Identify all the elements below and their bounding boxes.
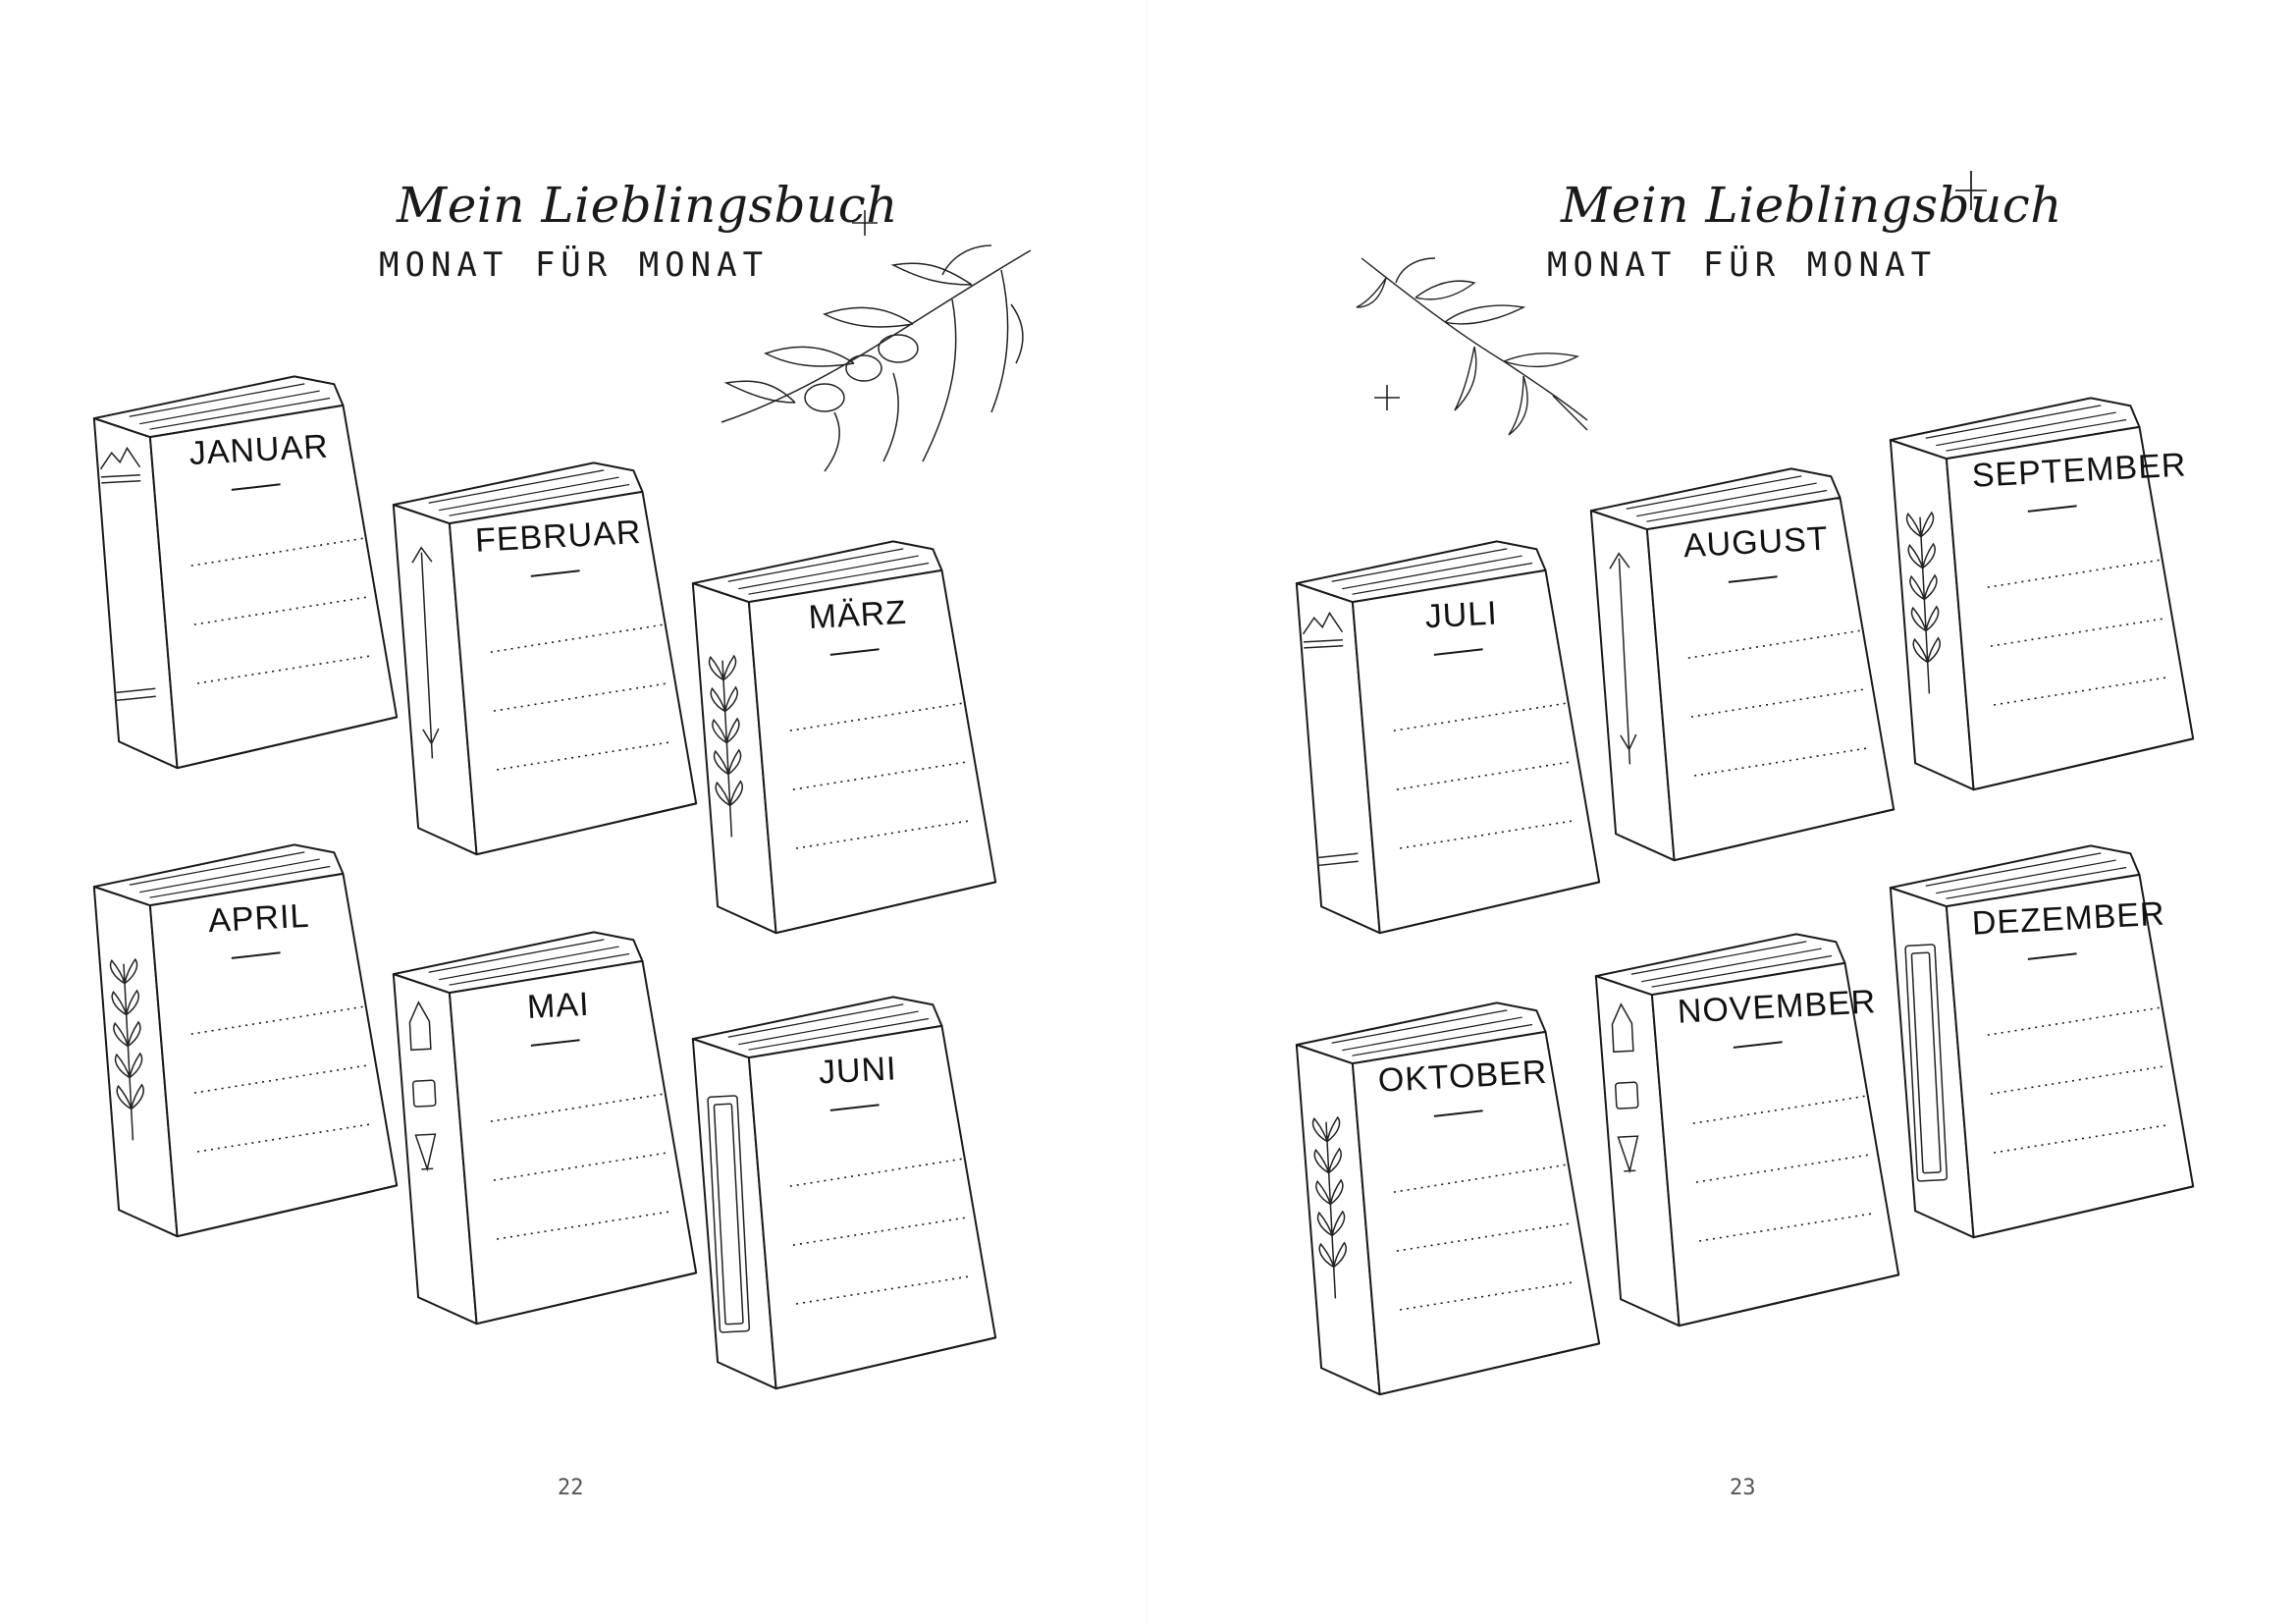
- book-card: APRIL: [88, 832, 413, 1240]
- book-icon: [1295, 540, 1601, 935]
- book-icon: [1594, 933, 1900, 1327]
- book-icon: [392, 931, 698, 1326]
- page-title-script: Mein Lieblingsbuch: [1561, 177, 2062, 234]
- leaf-spine-icon: [707, 1095, 751, 1333]
- book-card: MÄRZ: [687, 528, 1012, 937]
- leaf-spine-icon: [1904, 944, 1949, 1182]
- book-icon: [691, 540, 997, 935]
- book-card: MAI: [388, 919, 713, 1327]
- book-card: AUGUST: [1585, 456, 1910, 864]
- leaf-spine-icon: [1611, 1002, 1639, 1174]
- book-icon: [1889, 844, 2195, 1239]
- book-card: JANUAR: [88, 363, 413, 772]
- olive-branch-icon: [721, 244, 1032, 472]
- sparkle-icon: [852, 210, 878, 236]
- leaf-spine-icon: [99, 446, 156, 702]
- book-icon: [92, 375, 399, 770]
- page-subtitle: MONAT FÜR MONAT: [1547, 245, 1938, 285]
- leaf-spine-icon: [408, 1001, 437, 1172]
- leaf-spine-icon: [1302, 611, 1359, 867]
- page-gutter: [1147, 0, 1148, 1624]
- book-icon: [392, 461, 698, 856]
- page-number: 22: [558, 1476, 584, 1500]
- page-right: Mein Lieblingsbuch MONAT FÜR MONAT 23 JU…: [1148, 0, 2296, 1624]
- book-card: NOVEMBER: [1590, 921, 1915, 1329]
- leaf-spine-icon: [1609, 552, 1637, 765]
- book-card: DEZEMBER: [1885, 833, 2210, 1241]
- leaf-spine-icon: [109, 957, 144, 1141]
- sparkle-icon: [1374, 385, 1400, 410]
- leaf-spine-icon: [411, 546, 440, 759]
- book-card: SEPTEMBER: [1885, 385, 2210, 793]
- book-icon: [1589, 467, 1896, 862]
- book-icon: [1295, 1001, 1601, 1396]
- page-number: 23: [1730, 1476, 1756, 1500]
- leaf-spine-icon: [708, 654, 743, 838]
- book-icon: [691, 996, 997, 1390]
- olive-branch-icon: [1356, 257, 1588, 436]
- book-card: FEBRUAR: [388, 450, 713, 858]
- sparkle-icon: [1955, 171, 1987, 210]
- leaf-spine-icon: [1311, 1115, 1347, 1299]
- book-card: JULI: [1291, 528, 1616, 937]
- book-icon: [92, 843, 399, 1238]
- book-icon: [1889, 397, 2195, 791]
- book-card: JUNI: [687, 984, 1012, 1392]
- book-card: OKTOBER: [1291, 990, 1616, 1398]
- page-title-script: Mein Lieblingsbuch: [397, 177, 898, 234]
- page-subtitle: MONAT FÜR MONAT: [379, 245, 770, 285]
- page-left: Mein Lieblingsbuch MONAT FÜR MONAT 22 JA…: [88, 177, 1032, 1500]
- leaf-spine-icon: [1905, 511, 1941, 694]
